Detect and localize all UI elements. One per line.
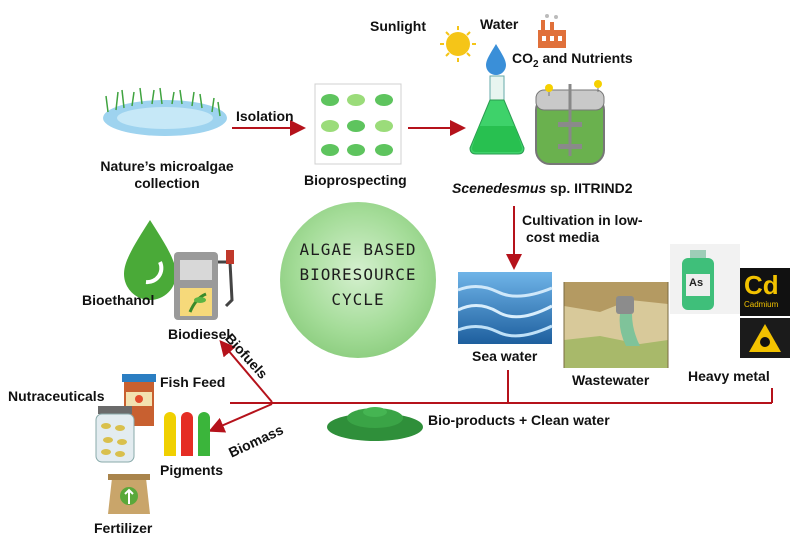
strain-genus: Scenedesmus bbox=[452, 180, 546, 196]
cadmium-symbol: Cd bbox=[744, 272, 779, 298]
wastewater-label: Wastewater bbox=[572, 372, 649, 389]
arsenic-bottle-icon bbox=[670, 244, 740, 314]
cadmium-name: Cadmium bbox=[744, 300, 778, 309]
nature-line2: collection bbox=[92, 175, 242, 192]
nature-collection-label: Nature’s microalgae collection bbox=[92, 158, 242, 192]
biomass-arrow bbox=[212, 404, 272, 430]
heavy-metal-label: Heavy metal bbox=[688, 368, 770, 385]
fish-feed-label: Fish Feed bbox=[160, 374, 225, 391]
fertilizer-label: Fertilizer bbox=[94, 520, 152, 537]
bioethanol-label: Bioethanol bbox=[82, 292, 154, 309]
isolation-label: Isolation bbox=[236, 108, 294, 125]
sunlight-label: Sunlight bbox=[370, 18, 426, 35]
grass-pond-icon bbox=[103, 88, 227, 136]
co2-prefix: CO bbox=[512, 50, 533, 66]
co2-suffix: and Nutrients bbox=[539, 50, 633, 66]
cultivation-label: Cultivation in low- cost media bbox=[522, 212, 643, 246]
fuel-drop-icon bbox=[124, 220, 176, 300]
co2-nutrients-label: CO2 and Nutrients bbox=[512, 50, 633, 73]
fertilizer-bag-icon bbox=[108, 474, 150, 514]
fuel-pump-icon bbox=[174, 250, 234, 320]
nature-line1: Nature’s microalgae bbox=[92, 158, 242, 175]
strain-label: Scenedesmus sp. IITRIND2 bbox=[452, 180, 633, 197]
flask-icon bbox=[470, 76, 524, 154]
cultivation-line1: Cultivation in low- bbox=[522, 212, 643, 229]
capsule-jar-icon bbox=[96, 406, 134, 462]
algae-powder-icon bbox=[327, 407, 423, 441]
wastewater-photo bbox=[564, 282, 668, 368]
sea-water-label: Sea water bbox=[472, 348, 537, 365]
pigment-tubes-icon bbox=[164, 412, 210, 456]
bioreactor-icon bbox=[536, 80, 604, 164]
factory-icon bbox=[538, 14, 566, 48]
cycle-title: ALGAE BASED BIORESOURCE CYCLE bbox=[288, 240, 428, 309]
arsenic-symbol: As bbox=[689, 277, 703, 289]
bioprospecting-label: Bioprospecting bbox=[304, 172, 407, 189]
water-label: Water bbox=[480, 16, 518, 33]
nutraceuticals-label: Nutraceuticals bbox=[8, 388, 104, 405]
water-drop-icon bbox=[486, 44, 506, 75]
pigments-label: Pigments bbox=[160, 462, 223, 479]
cycle-line1: ALGAE BASED bbox=[288, 240, 428, 259]
cultivation-line2: cost media bbox=[522, 229, 643, 246]
bioproducts-label: Bio-products + Clean water bbox=[428, 412, 610, 429]
sun-icon bbox=[440, 26, 476, 62]
cycle-line2: BIORESOURCE bbox=[288, 265, 428, 284]
strain-rest: sp. IITRIND2 bbox=[546, 180, 632, 196]
cycle-line3: CYCLE bbox=[288, 290, 428, 309]
sea-water-photo bbox=[458, 272, 552, 344]
petri-plate-icon bbox=[315, 84, 401, 164]
